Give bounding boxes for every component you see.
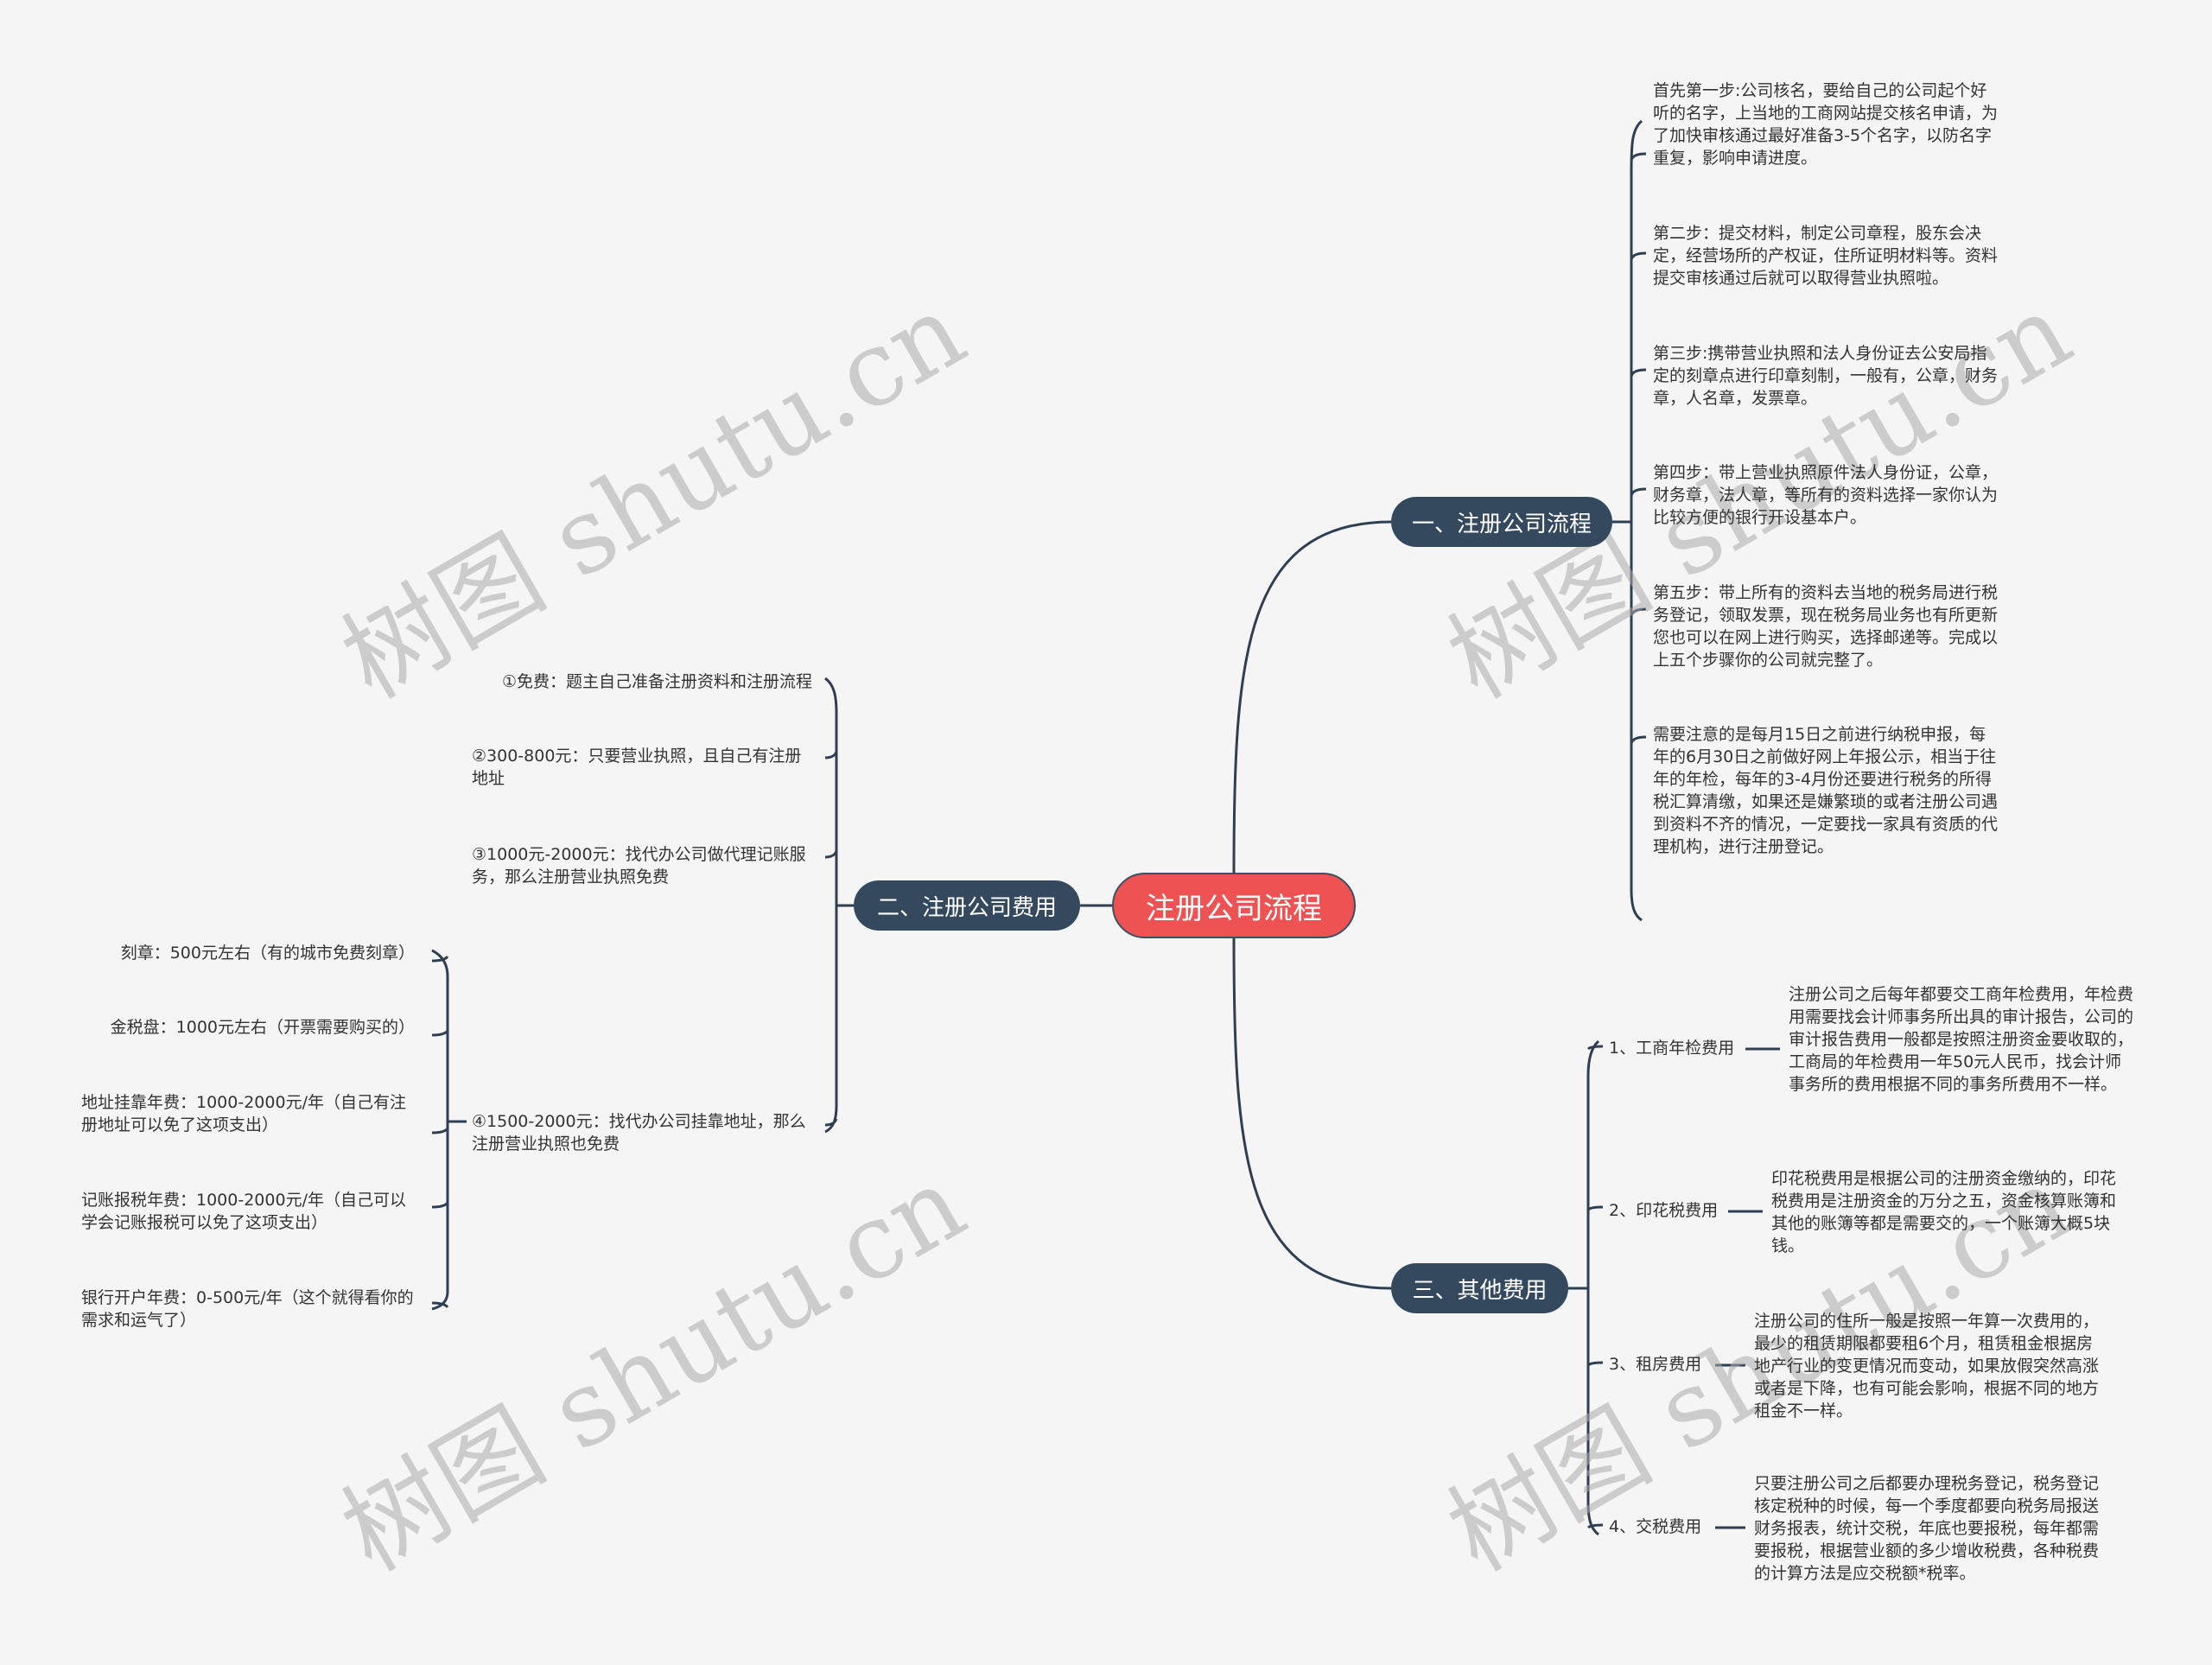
link-root-branch1	[1232, 520, 1392, 874]
branch2-item: ②300-800元：只要营业执照，且自己有注册地址	[472, 747, 802, 788]
fee-subitem: 金税盘：1000元左右（开票需要购买的）	[110, 1018, 415, 1037]
other-fee-detail: 注册公司的住所一般是按照一年算一次费用的，最少的租赁期限都要租6个月，租赁租金根…	[1754, 1312, 2100, 1420]
other-fee-detail: 注册公司之后每年都要交工商年检费用，年检费用需要找会计师事务所出具的审计报告，公…	[1789, 985, 2134, 1094]
branch1-item: 第五步：带上所有的资料去当地的税务局进行税务登记，领取发票，现在税务局业务也有所…	[1653, 583, 1999, 670]
brace-sub	[431, 949, 449, 1311]
other-fee-detail: 印花税费用是根据公司的注册资金缴纳的，印花税费用是注册资金的万分之五，资金核算账…	[1771, 1169, 2117, 1255]
branch2-item: ③1000元-2000元：找代办公司做代理记账服务，那么注册营业执照免费	[472, 845, 806, 887]
brace-branch1	[1630, 119, 1643, 922]
branch1-item: 需要注意的是每月15日之前进行纳税申报，每年的6月30日之前做好网上年报公示，相…	[1653, 725, 1999, 856]
branch2-node[interactable]: 二、注册公司费用	[854, 880, 1080, 931]
branch1-node[interactable]: 一、注册公司流程	[1391, 497, 1612, 547]
fee-subitem: 银行开户年费：0-500元/年（这个就得看你的需求和运气了）	[81, 1288, 414, 1330]
other-fee-label[interactable]: 4、交税费用	[1609, 1517, 1702, 1536]
link-root-branch3	[1232, 937, 1392, 1290]
other-fee-label[interactable]: 3、租房费用	[1609, 1355, 1702, 1374]
brace-branch3	[1586, 1039, 1600, 1536]
branch2-item: ④1500-2000元：找代办公司挂靠地址，那么注册营业执照也免费	[472, 1112, 806, 1153]
branch1-item: 首先第一步:公司核名，要给自己的公司起个好听的名字，上当地的工商网站提交核名申请…	[1653, 81, 1999, 168]
branch1-item: 第四步：带上营业执照原件法人身份证，公章，财务章，法人章，等所有的资料选择一家你…	[1653, 463, 1999, 527]
fee-subitem: 记账报税年费：1000-2000元/年（自己可以学会记账报税可以免了这项支出）	[81, 1191, 406, 1232]
fee-subitem: 地址挂靠年费：1000-2000元/年（自己有注册地址可以免了这项支出）	[81, 1093, 406, 1134]
branch1-item: 第三步:携带营业执照和法人身份证去公安局指定的刻章点进行印章刻制，一般有，公章，…	[1653, 344, 1999, 408]
brace-branch2	[824, 677, 838, 1134]
other-fee-detail: 只要注册公司之后都要办理税务登记，税务登记核定税种的时候，每一个季度都要向税务局…	[1754, 1474, 2100, 1583]
branch2-item: ①免费：题主自己准备注册资料和注册流程	[501, 672, 812, 691]
other-fee-label[interactable]: 1、工商年检费用	[1609, 1039, 1735, 1058]
branch3-node[interactable]: 三、其他费用	[1391, 1263, 1568, 1313]
branch1-item: 第二步：提交材料，制定公司章程，股东会决定，经营场所的产权证，住所证明材料等。资…	[1653, 224, 1999, 288]
other-fee-label[interactable]: 2、印花税费用	[1609, 1201, 1719, 1220]
root-node[interactable]: 注册公司流程	[1112, 873, 1356, 938]
fee-subitem: 刻章：500元左右（有的城市免费刻章）	[120, 944, 415, 963]
